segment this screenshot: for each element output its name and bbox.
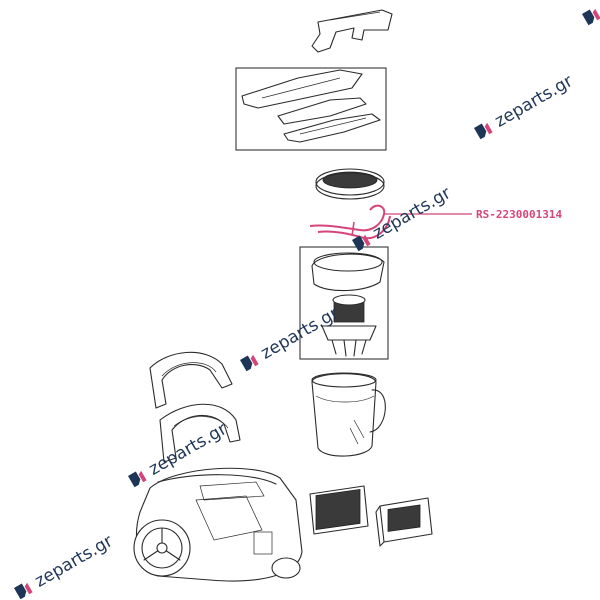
cyclone-assembly-box xyxy=(299,246,389,360)
vacuum-body-part xyxy=(133,467,303,582)
round-filter-part xyxy=(315,168,385,200)
watermark-1: zeparts.gr xyxy=(474,71,577,140)
part-code-label: RS-2230001314 xyxy=(476,208,562,221)
top-handle-part xyxy=(311,9,393,53)
exhaust-filter-part xyxy=(309,485,369,535)
upper-handle-frame-part xyxy=(149,351,233,409)
lower-handle-frame-part xyxy=(159,403,241,463)
svg-text:zeparts.gr: zeparts.gr xyxy=(32,531,117,591)
dust-container-part xyxy=(311,372,386,457)
svg-text:zeparts.gr: zeparts.gr xyxy=(492,71,577,131)
part-callout: RS-2230001314 xyxy=(384,208,562,221)
filter-grille-part xyxy=(375,497,433,547)
watermark-5: zeparts.gr xyxy=(14,531,117,600)
handle-cover-parts-box xyxy=(235,67,387,151)
watermark-corner-logo xyxy=(582,8,600,26)
